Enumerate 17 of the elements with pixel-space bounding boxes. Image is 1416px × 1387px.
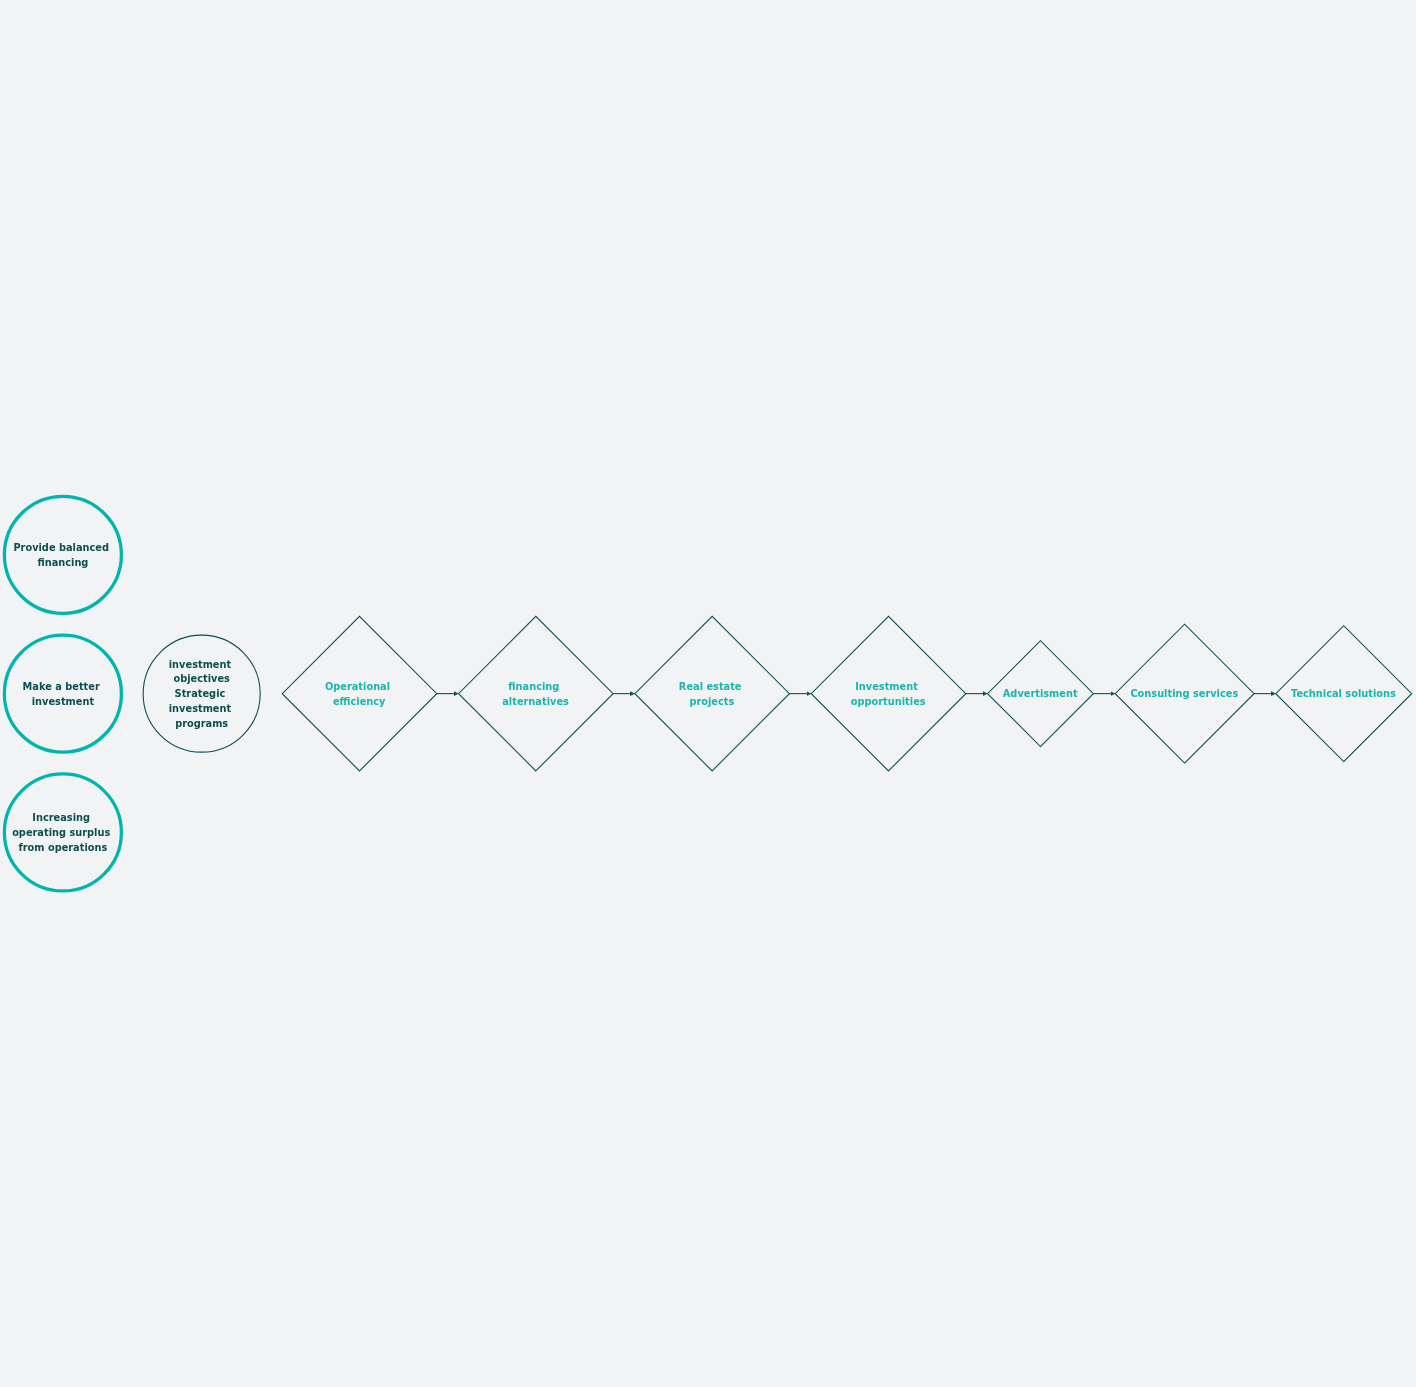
node-diamond: Technical solutions: [1275, 624, 1413, 763]
arrow: [612, 691, 635, 696]
arrow: [435, 691, 459, 696]
node-diamond: financing alternatives: [457, 615, 614, 772]
node-circle: Make a better investment: [2, 633, 124, 754]
node-diamond: Investment opportunities: [810, 615, 967, 772]
arrow: [964, 691, 988, 696]
node-circle: Increasing operating surplus from operations: [2, 772, 124, 893]
node-diamond: Advertisment: [986, 639, 1095, 748]
node-diamond: Consulting services: [1114, 623, 1255, 764]
node-circle: Provide balanced financing: [2, 494, 124, 615]
arrow: [1092, 691, 1116, 696]
arrow: [788, 691, 812, 696]
node-circle: investment objectives Strategic investment programs: [142, 634, 261, 753]
node-diamond: Real estate projects: [634, 615, 791, 772]
arrow: [1253, 691, 1276, 696]
node-diamond: Operational efficiency: [281, 615, 438, 772]
